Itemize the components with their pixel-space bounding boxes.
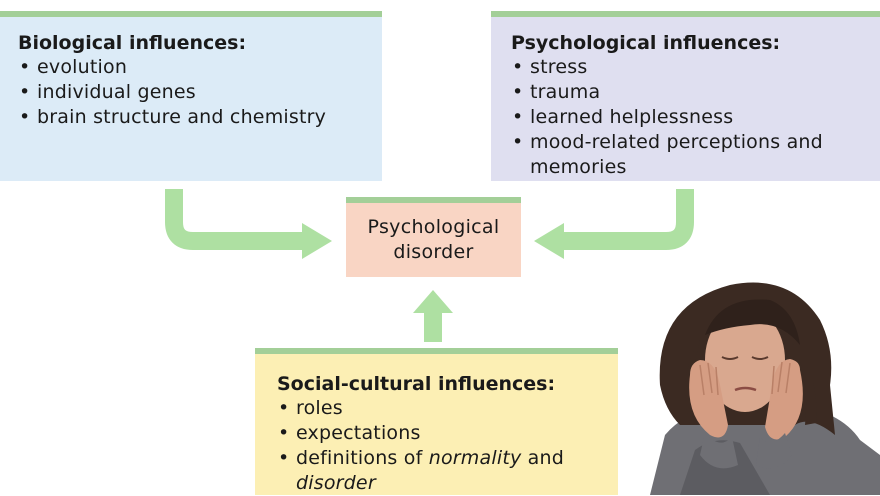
arrow-social-shaft: [424, 310, 442, 342]
list-item: •expectations: [278, 422, 421, 444]
arrow-psychological-to-disorder: [560, 189, 694, 250]
psychological-title: Psychological influences:: [511, 32, 781, 54]
woman-holding-head-photo: [650, 282, 880, 495]
social-cultural-list: •roles •expectations •definitions of nor…: [277, 396, 596, 496]
list-item: •stress: [512, 56, 588, 78]
list-item: •evolution: [19, 56, 128, 78]
arrow-psychological-head: [534, 223, 564, 259]
psychological-disorder-box: Psychological disorder: [346, 197, 521, 277]
list-item: •individual genes: [19, 81, 196, 103]
bullet-icon: •: [512, 56, 524, 78]
social-cultural-title: Social-cultural influences:: [277, 373, 556, 395]
list-item: •brain structure and chemistry: [19, 106, 327, 128]
bullet-icon: •: [512, 106, 524, 128]
disorder-label: Psychological disorder: [367, 216, 500, 263]
bullet-icon: •: [278, 422, 290, 444]
bullet-icon: •: [19, 56, 31, 78]
bullet-icon: •: [19, 106, 31, 128]
psychological-list: •stress •trauma •learned helplessness •m…: [511, 55, 860, 180]
bullet-icon: •: [278, 397, 290, 419]
bullet-icon: •: [19, 81, 31, 103]
list-item: •roles: [278, 397, 343, 419]
list-item: •learned helplessness: [512, 106, 734, 128]
biological-influences-box: Biological influences: •evolution •indiv…: [0, 11, 382, 181]
bullet-icon: •: [278, 447, 290, 469]
biological-list: •evolution •individual genes •brain stru…: [18, 55, 364, 130]
bullet-icon: •: [512, 131, 524, 153]
arrow-biological-to-disorder: [165, 189, 306, 250]
social-cultural-influences-box: Social-cultural influences: •roles •expe…: [255, 348, 618, 495]
biological-title: Biological influences:: [18, 32, 247, 54]
bullet-icon: •: [512, 81, 524, 103]
psychological-influences-box: Psychological influences: •stress •traum…: [491, 11, 880, 181]
list-item: •trauma: [512, 81, 601, 103]
arrow-social-head: [413, 290, 453, 313]
list-item: •mood-related perceptions and memories: [512, 131, 823, 178]
arrow-biological-head: [302, 223, 332, 259]
